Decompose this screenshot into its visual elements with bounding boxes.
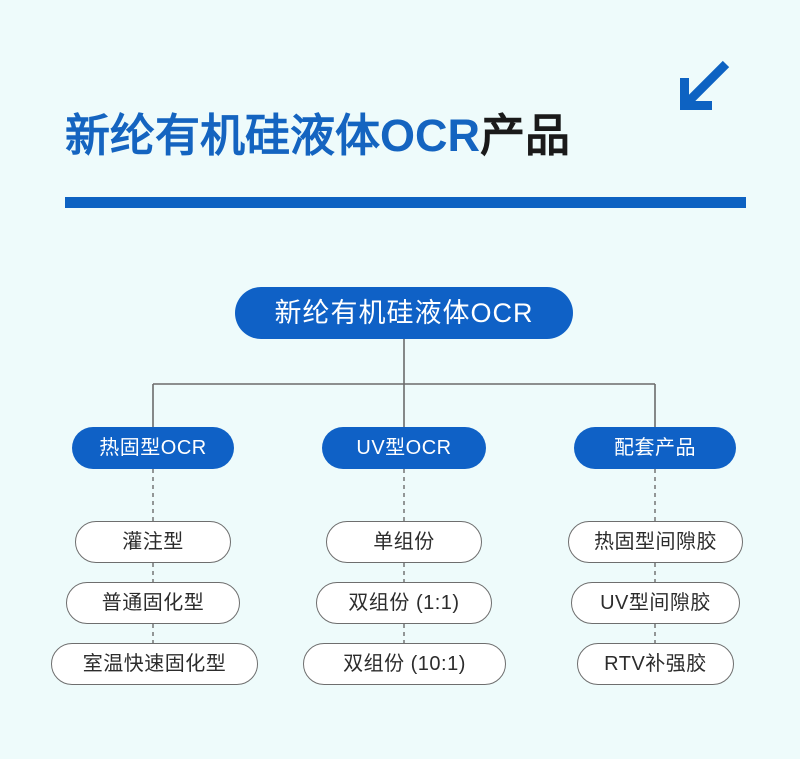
tree-leaf-uv-2[interactable]: 双组份 (10:1) [303,643,506,685]
page-header: 新纶有机硅液体OCR产品 [0,0,800,230]
page-title-main: 新纶有机硅液体OCR [65,110,480,161]
tree-node-root[interactable]: 新纶有机硅液体OCR [235,287,573,339]
tree-node-branch-uv[interactable]: UV型OCR [322,427,486,469]
tree-leaf-thermal-0[interactable]: 灌注型 [75,521,231,563]
tree-leaf-uv-0[interactable]: 单组份 [326,521,482,563]
tree-leaf-accessory-1[interactable]: UV型间隙胶 [571,582,740,624]
tree-leaf-accessory-0[interactable]: 热固型间隙胶 [568,521,743,563]
title-underline-rule [65,197,746,208]
tree-leaf-thermal-2[interactable]: 室温快速固化型 [51,643,258,685]
tree-node-branch-accessory[interactable]: 配套产品 [574,427,736,469]
tree-node-branch-thermal[interactable]: 热固型OCR [72,427,234,469]
tree-leaf-thermal-1[interactable]: 普通固化型 [66,582,240,624]
tree-leaf-accessory-2[interactable]: RTV补强胶 [577,643,734,685]
product-tree-diagram: 新纶有机硅液体OCR 热固型OCR UV型OCR 配套产品 灌注型 普通固化型 … [0,230,800,759]
tree-leaf-uv-1[interactable]: 双组份 (1:1) [316,582,492,624]
arrow-down-left-icon [680,60,730,110]
page-title-accent: 产品 [480,110,571,161]
page-title: 新纶有机硅液体OCR产品 [65,113,570,158]
